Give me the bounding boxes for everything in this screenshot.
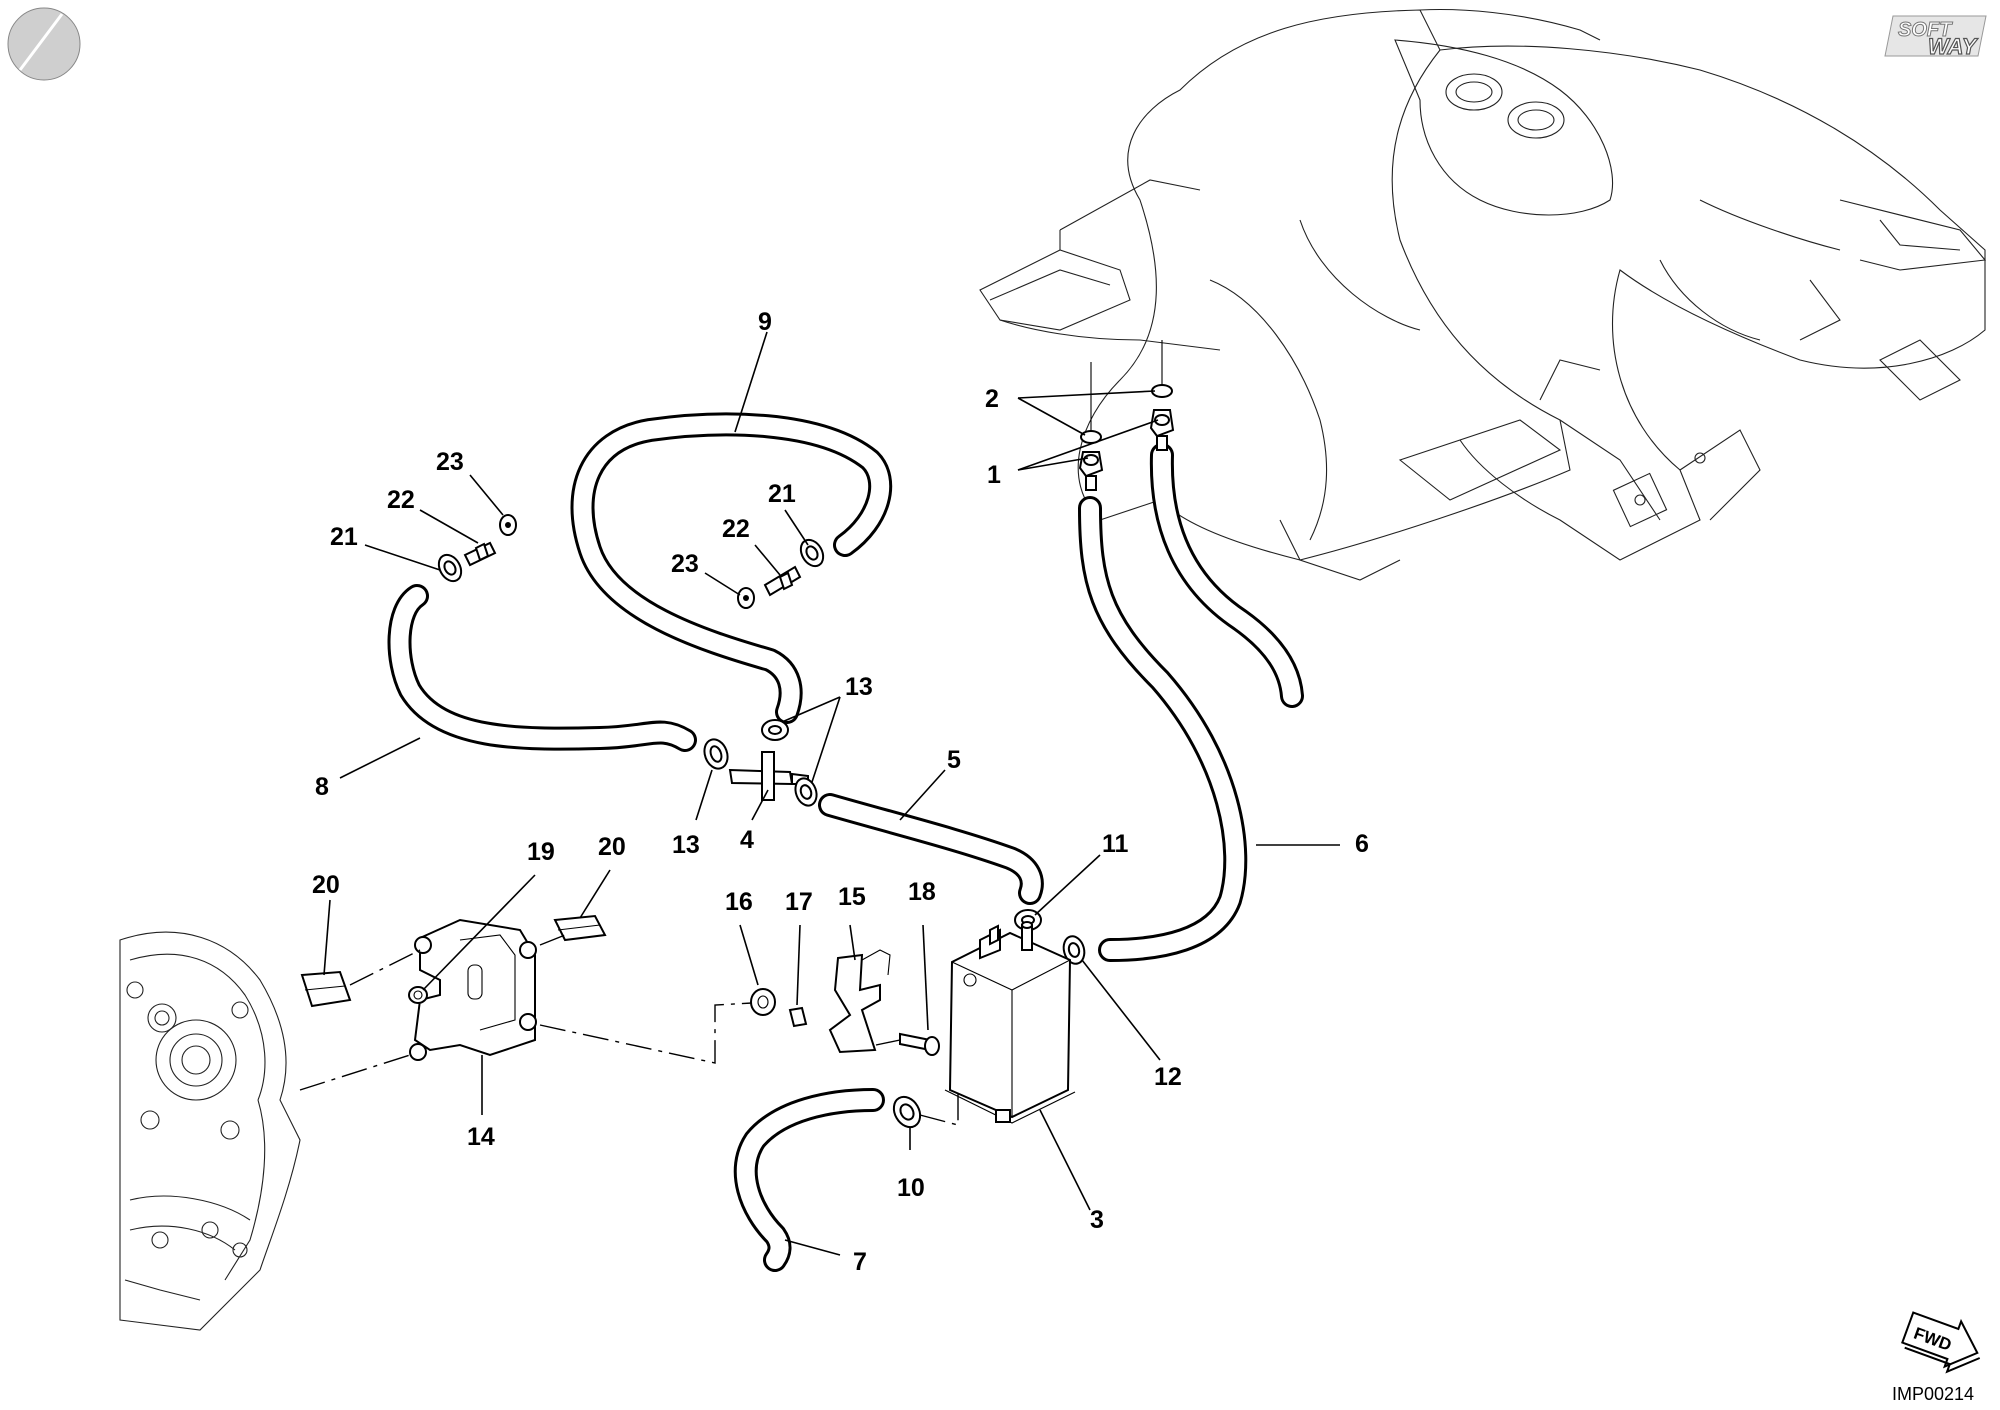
callout-22-right: 22 <box>722 515 750 543</box>
callout-23-left: 23 <box>436 448 464 476</box>
corner-disc-icon <box>7 7 81 81</box>
rubber-pads <box>300 914 607 1008</box>
callout-22-left: 22 <box>387 486 415 514</box>
fuel-tank-outline <box>979 8 1987 581</box>
fittings-left-21-22-23 <box>437 514 517 583</box>
callout-15: 15 <box>838 883 866 911</box>
callout-16: 16 <box>725 888 753 916</box>
callout-13-left: 13 <box>672 831 700 859</box>
callout-9: 9 <box>758 308 772 336</box>
fwd-arrow-icon: FWD <box>1901 1311 1981 1374</box>
callout-17: 17 <box>785 888 813 916</box>
softway-logo: SOFT WAY <box>1884 15 1987 60</box>
engine-case-outline <box>119 931 301 1331</box>
fittings-right-21-22-23 <box>737 538 825 609</box>
callout-1: 1 <box>987 461 1001 489</box>
hose-clamps-13 <box>703 719 818 807</box>
callout-11: 11 <box>1102 830 1129 858</box>
callout-3: 3 <box>1090 1206 1104 1234</box>
callout-10: 10 <box>897 1174 925 1202</box>
callout-5: 5 <box>947 746 961 774</box>
callout-14: 14 <box>467 1123 495 1151</box>
hoses <box>387 412 1304 1272</box>
callout-8: 8 <box>315 773 329 801</box>
callout-2: 2 <box>985 385 999 413</box>
callout-13-right: 13 <box>845 673 873 701</box>
logo-line-1: SOFT <box>1898 19 1953 41</box>
callout-18: 18 <box>908 878 936 906</box>
callout-20-right: 20 <box>598 833 626 861</box>
callout-6: 6 <box>1355 830 1369 858</box>
callout-20-left: 20 <box>312 871 340 899</box>
callout-labels: 9 8 23 22 21 21 22 23 13 13 4 5 2 1 6 11… <box>312 308 1369 1276</box>
callout-21-right: 21 <box>768 480 796 508</box>
hose-clamps-10-11-12 <box>892 909 1086 1129</box>
leader-lines <box>299 331 1340 1256</box>
callout-7: 7 <box>853 1248 867 1276</box>
mounting-bracket <box>408 918 537 1061</box>
callout-12: 12 <box>1154 1063 1182 1091</box>
callout-4: 4 <box>740 826 754 854</box>
callout-21-left: 21 <box>330 523 358 551</box>
t-fitting <box>728 751 809 801</box>
canister-mount-parts <box>750 949 940 1056</box>
evap-canister <box>944 921 1076 1124</box>
image-reference-code: IMP00214 <box>1892 1384 1974 1404</box>
callout-23-right: 23 <box>671 550 699 578</box>
callout-19: 19 <box>527 838 555 866</box>
logo-line-2: WAY <box>1928 34 1979 59</box>
